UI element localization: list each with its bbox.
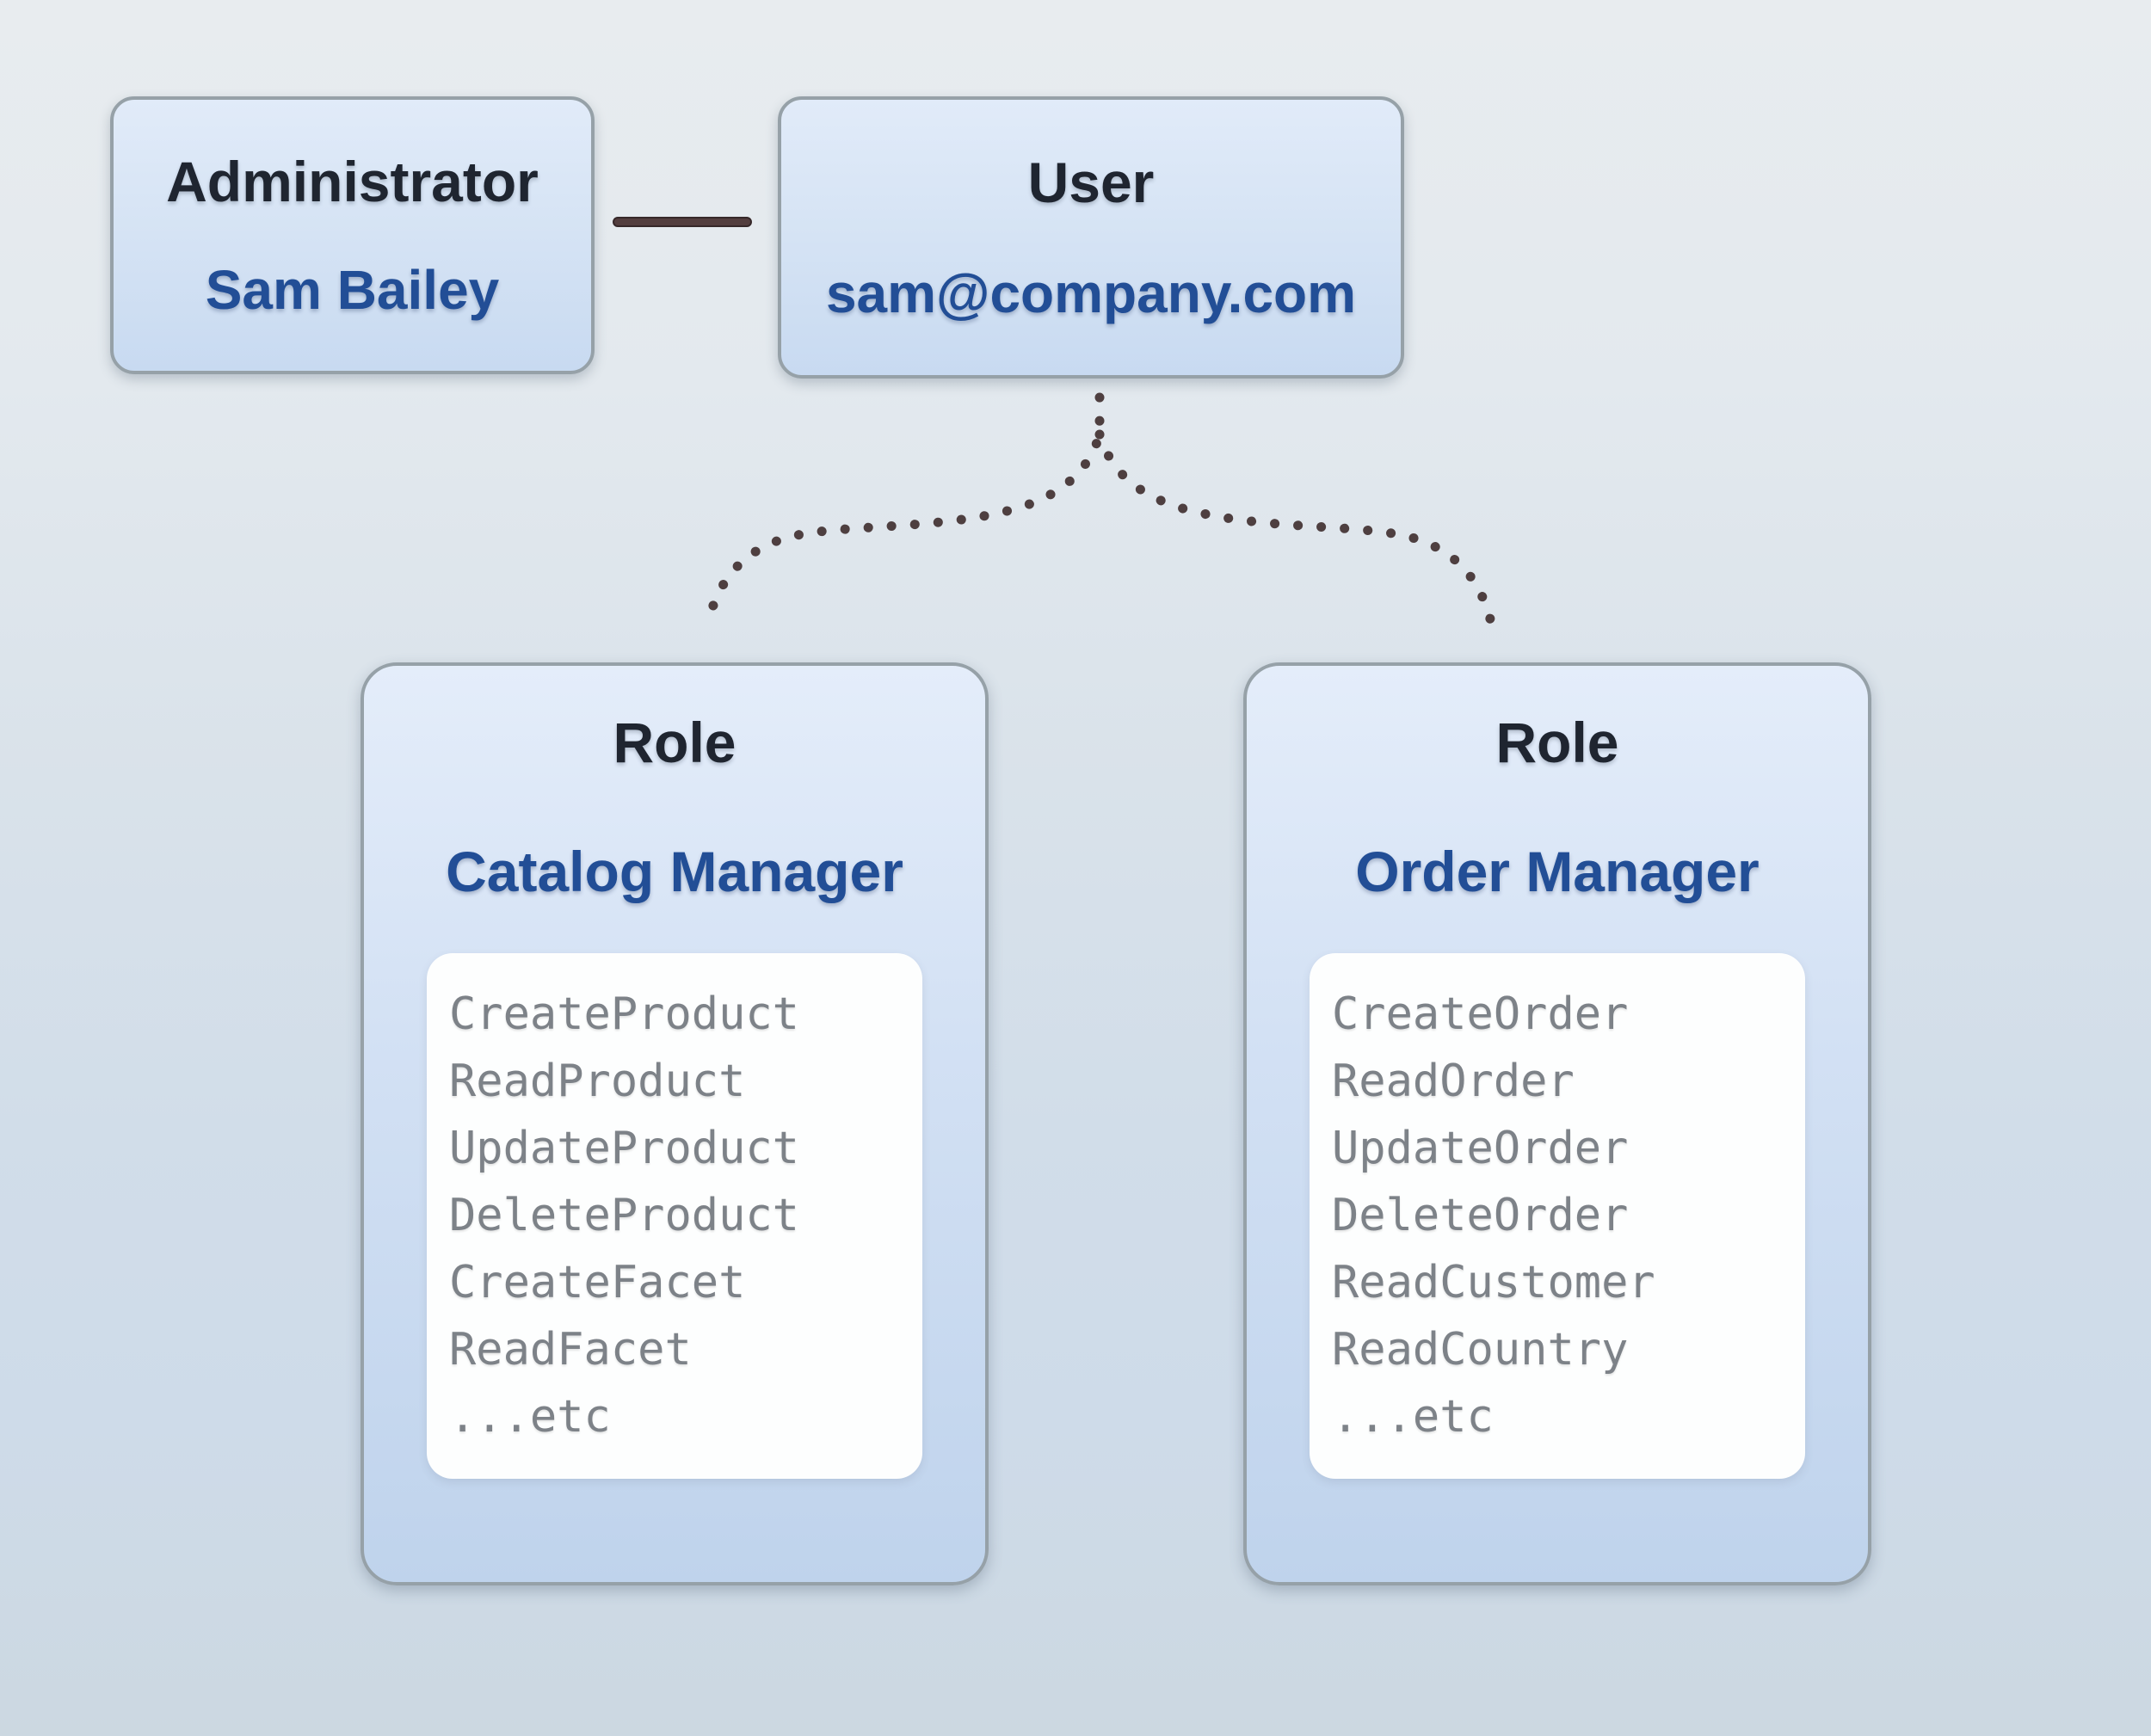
dotted-branch-left <box>702 392 1105 631</box>
role-box-order-manager: Role Order Manager CreateOrder ReadOrder… <box>1243 662 1871 1585</box>
admin-user-connector-line <box>613 217 752 227</box>
user-box: User sam@company.com <box>778 96 1404 379</box>
role-name-catalog-manager: Catalog Manager <box>446 840 903 903</box>
permission-item: UpdateOrder <box>1332 1123 1629 1174</box>
permission-item: DeleteProduct <box>449 1190 799 1241</box>
user-email: sam@company.com <box>825 262 1357 324</box>
permission-list-order: CreateOrder ReadOrder UpdateOrder Delete… <box>1310 953 1805 1479</box>
permission-item: ...etc <box>1332 1391 1494 1443</box>
administrator-box: Administrator Sam Bailey <box>110 96 595 374</box>
permission-item: ReadProduct <box>449 1056 746 1107</box>
role-title: Role <box>1495 711 1619 774</box>
role-title: Role <box>613 711 737 774</box>
user-title: User <box>1027 151 1155 215</box>
permission-item: ReadCustomer <box>1332 1257 1655 1308</box>
permission-item: CreateOrder <box>1332 988 1629 1040</box>
role-box-catalog-manager: Role Catalog Manager CreateProduct ReadP… <box>361 662 989 1585</box>
permission-item: ...etc <box>449 1391 611 1443</box>
permission-item: ReadFacet <box>449 1324 692 1376</box>
administrator-title: Administrator <box>166 149 539 213</box>
permission-item: ReadCountry <box>1332 1324 1629 1376</box>
permission-item: CreateProduct <box>449 988 799 1040</box>
dotted-branch-right <box>1094 429 1497 631</box>
permission-item: UpdateProduct <box>449 1123 799 1174</box>
administrator-name: Sam Bailey <box>205 259 500 322</box>
permission-list-catalog: CreateProduct ReadProduct UpdateProduct … <box>427 953 922 1479</box>
permission-item: ReadOrder <box>1332 1056 1575 1107</box>
permission-item: CreateFacet <box>449 1257 746 1308</box>
role-name-order-manager: Order Manager <box>1355 840 1760 903</box>
permission-item: DeleteOrder <box>1332 1190 1629 1241</box>
